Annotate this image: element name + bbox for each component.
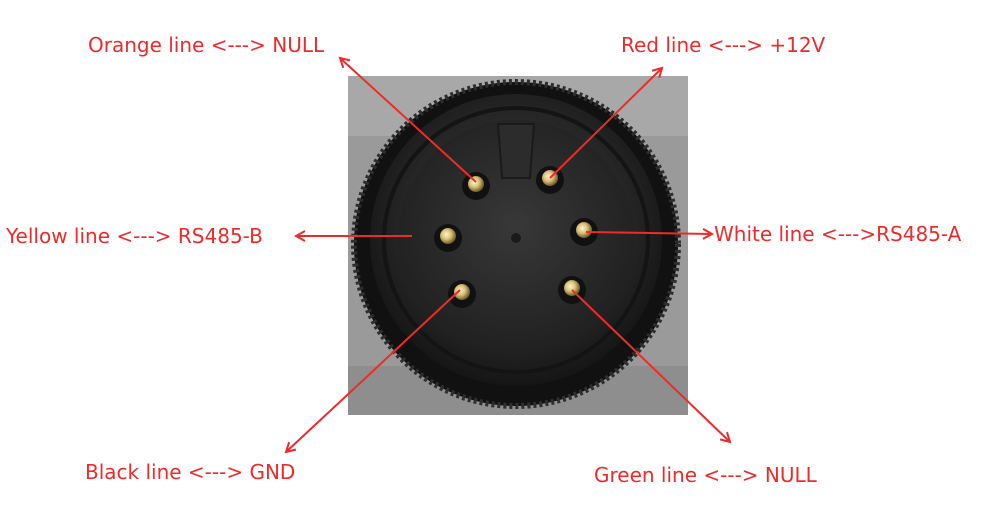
connector-photo xyxy=(348,76,688,415)
label-red-line: Red line <---> +12V xyxy=(621,33,826,57)
label-green-line: Green line <---> NULL xyxy=(594,463,817,487)
label-white-line: White line <--->RS485-A xyxy=(714,222,962,246)
pin-white xyxy=(570,218,598,246)
label-yellow-line: Yellow line <---> RS485-B xyxy=(6,224,263,248)
pin-red xyxy=(536,166,564,194)
pin-orange xyxy=(462,172,490,200)
label-black-line: Black line <---> GND xyxy=(85,460,296,484)
pin-yellow xyxy=(434,224,462,252)
label-orange-line: Orange line <---> NULL xyxy=(88,33,325,57)
pin-green xyxy=(558,276,586,304)
pin-black xyxy=(448,280,476,308)
connector-key xyxy=(496,123,536,179)
